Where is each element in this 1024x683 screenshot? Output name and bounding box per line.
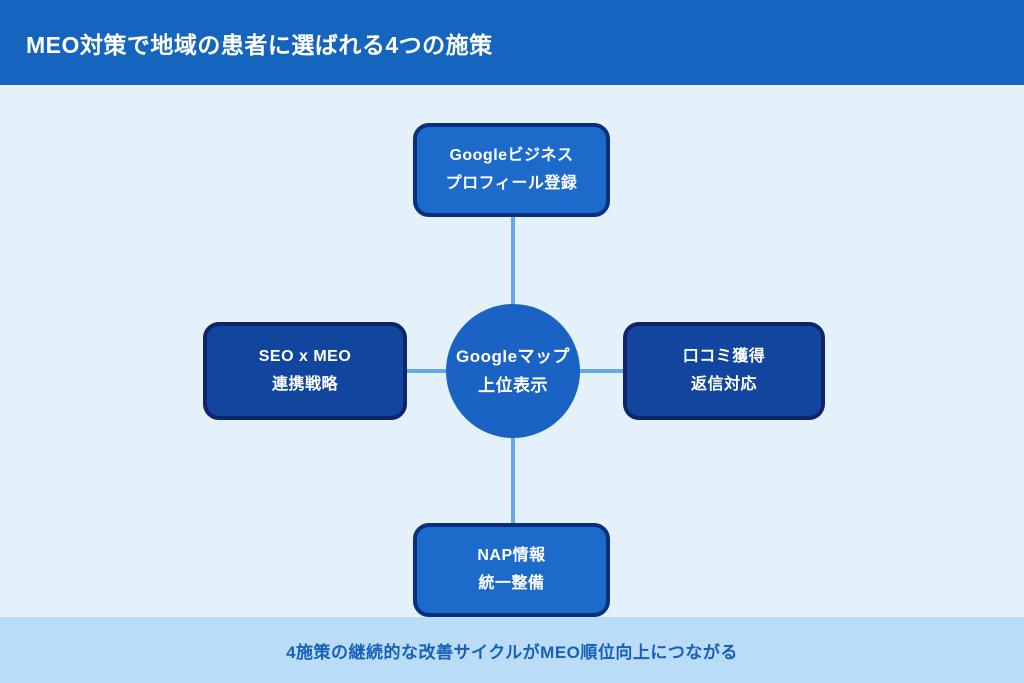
center-node-google-maps-ranking: Googleマップ 上位表示 xyxy=(446,304,580,438)
footer-bar: 4施策の継続的な改善サイクルがMEO順位向上につながる xyxy=(0,617,1024,683)
page-title: MEO対策で地域の患者に選ばれる4つの施策 xyxy=(26,31,493,58)
node-nap-consistency: NAP情報 統一整備 xyxy=(413,523,610,617)
center-line1: Googleマップ xyxy=(455,347,571,366)
node-top-line1: Googleビジネス xyxy=(449,147,574,164)
connector-top xyxy=(511,217,515,307)
node-review-management: 口コミ獲得 返信対応 xyxy=(623,322,825,420)
node-seo-meo-strategy: SEO x MEO 連携戦略 xyxy=(203,322,407,420)
node-bottom-line2: 統一整備 xyxy=(478,575,545,592)
node-google-business-profile: Googleビジネス プロフィール登録 xyxy=(413,123,610,217)
node-right-line2: 返信対応 xyxy=(690,376,757,393)
node-right-line1: 口コミ獲得 xyxy=(682,348,766,365)
node-top-line2: プロフィール登録 xyxy=(445,175,578,192)
node-left-line2: 連携戦略 xyxy=(271,376,338,393)
connector-bottom xyxy=(511,435,515,523)
node-bottom-line1: NAP情報 xyxy=(477,547,546,564)
center-line2: 上位表示 xyxy=(478,376,548,395)
header-bar: MEO対策で地域の患者に選ばれる4つの施策 xyxy=(0,0,1024,85)
node-left-line1: SEO x MEO xyxy=(258,348,352,365)
footer-caption: 4施策の継続的な改善サイクルがMEO順位向上につながる xyxy=(286,642,738,662)
